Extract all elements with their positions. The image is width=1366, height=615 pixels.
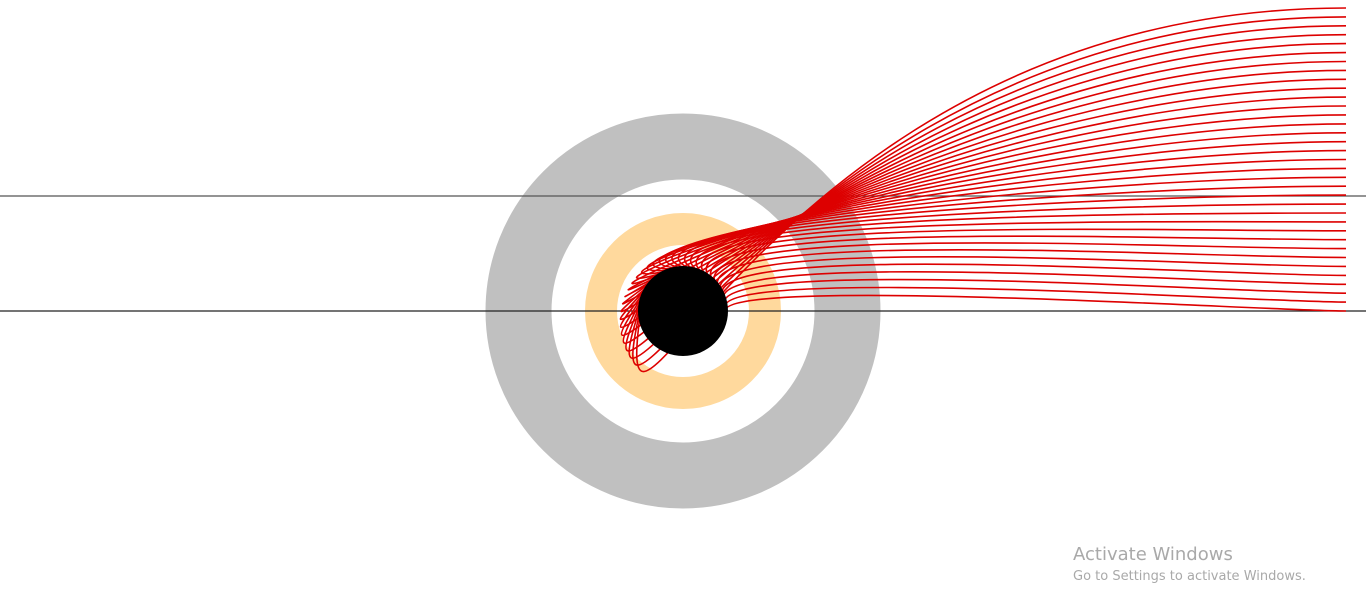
light-ray — [621, 87, 1347, 305]
light-ray — [671, 176, 1347, 272]
light-ray — [716, 248, 1347, 291]
light-ray — [723, 278, 1347, 304]
light-rays — [619, 7, 1347, 373]
light-ray — [628, 25, 1347, 360]
light-ray — [622, 42, 1347, 344]
light-ray — [625, 33, 1347, 352]
light-ray — [710, 235, 1347, 285]
light-ray — [713, 242, 1347, 288]
light-ray — [700, 220, 1347, 280]
light-ray — [723, 286, 1347, 308]
light-ray — [721, 263, 1347, 297]
light-ray — [632, 16, 1347, 366]
light-ray — [722, 270, 1347, 301]
light-ray — [620, 51, 1347, 336]
black-hole — [638, 266, 728, 356]
light-ray — [719, 256, 1347, 294]
light-ray — [620, 78, 1347, 313]
light-ray — [619, 60, 1347, 329]
light-ray — [619, 69, 1347, 321]
light-ray — [724, 294, 1347, 312]
light-ray — [624, 96, 1347, 298]
light-ray — [635, 7, 1347, 373]
